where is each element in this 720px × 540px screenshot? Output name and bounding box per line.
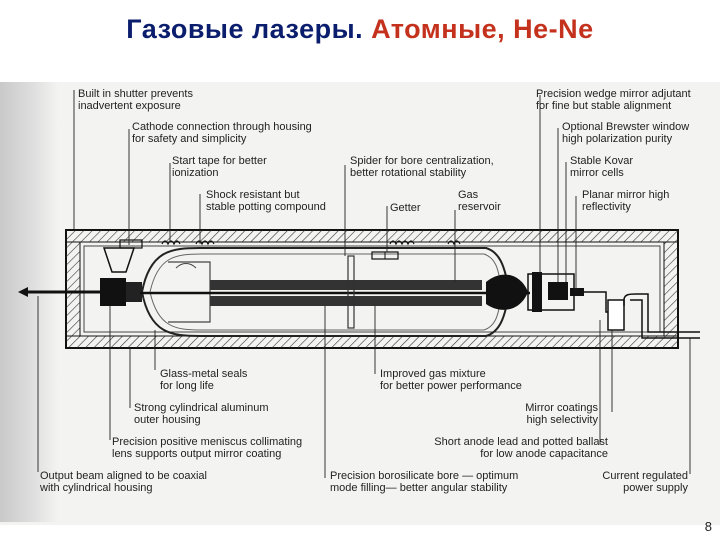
outer-housing bbox=[65, 229, 679, 349]
callout-output-beam: Output beam aligned to be coaxial with c… bbox=[40, 470, 207, 494]
callout-spider: Spider for bore centralization, better r… bbox=[350, 155, 494, 179]
leader-lines bbox=[37, 90, 691, 478]
callout-gas-reservoir: Gas reservoir bbox=[458, 189, 501, 213]
callout-aluminum-housing: Strong cylindrical aluminum outer housin… bbox=[134, 402, 269, 426]
ballast-and-cable bbox=[584, 291, 700, 339]
bore bbox=[140, 255, 530, 329]
callout-cathode: Cathode connection through housing for s… bbox=[132, 121, 312, 145]
page-number: 8 bbox=[704, 519, 712, 534]
callout-gas-mixture: Improved gas mixture for better power pe… bbox=[380, 368, 522, 392]
callout-shutter: Built in shutter prevents inadvertent ex… bbox=[78, 88, 193, 112]
beam-arrow-icon bbox=[18, 287, 28, 297]
callout-borosilicate: Precision borosilicate bore — optimum mo… bbox=[330, 470, 519, 494]
callout-anode-lead: Short anode lead and potted ballast for … bbox=[434, 436, 608, 460]
callout-wedge-mirror: Precision wedge mirror adjutant for fine… bbox=[536, 88, 691, 112]
slide-title: Газовые лазеры. Атомные, He-Ne bbox=[0, 14, 720, 45]
callout-kovar: Stable Kovar mirror cells bbox=[570, 155, 633, 179]
scan-shadow bbox=[0, 82, 58, 522]
callout-power-supply: Current regulated power supply bbox=[602, 470, 688, 494]
title-accent: Атомные, He-Ne bbox=[371, 14, 594, 44]
callout-planar-mirror: Planar mirror high reflectivity bbox=[582, 189, 670, 213]
callout-meniscus: Precision positive meniscus collimating … bbox=[112, 436, 303, 460]
callout-brewster: Optional Brewster window high polarizati… bbox=[562, 121, 690, 145]
front-mirror-mount bbox=[100, 239, 143, 306]
callout-getter: Getter bbox=[390, 202, 421, 214]
potting-compound bbox=[161, 240, 461, 246]
callout-mirror-coatings: Mirror coatings high selectivity bbox=[525, 402, 598, 426]
getter bbox=[371, 251, 399, 260]
title-main: Газовые лазеры. bbox=[126, 14, 364, 44]
callout-start-tape: Start tape for better ionization bbox=[172, 155, 267, 179]
callout-glass-metal: Glass-metal seals for long life bbox=[160, 368, 248, 392]
callout-potting: Shock resistant but stable potting compo… bbox=[206, 189, 326, 213]
anode-end bbox=[486, 272, 584, 312]
